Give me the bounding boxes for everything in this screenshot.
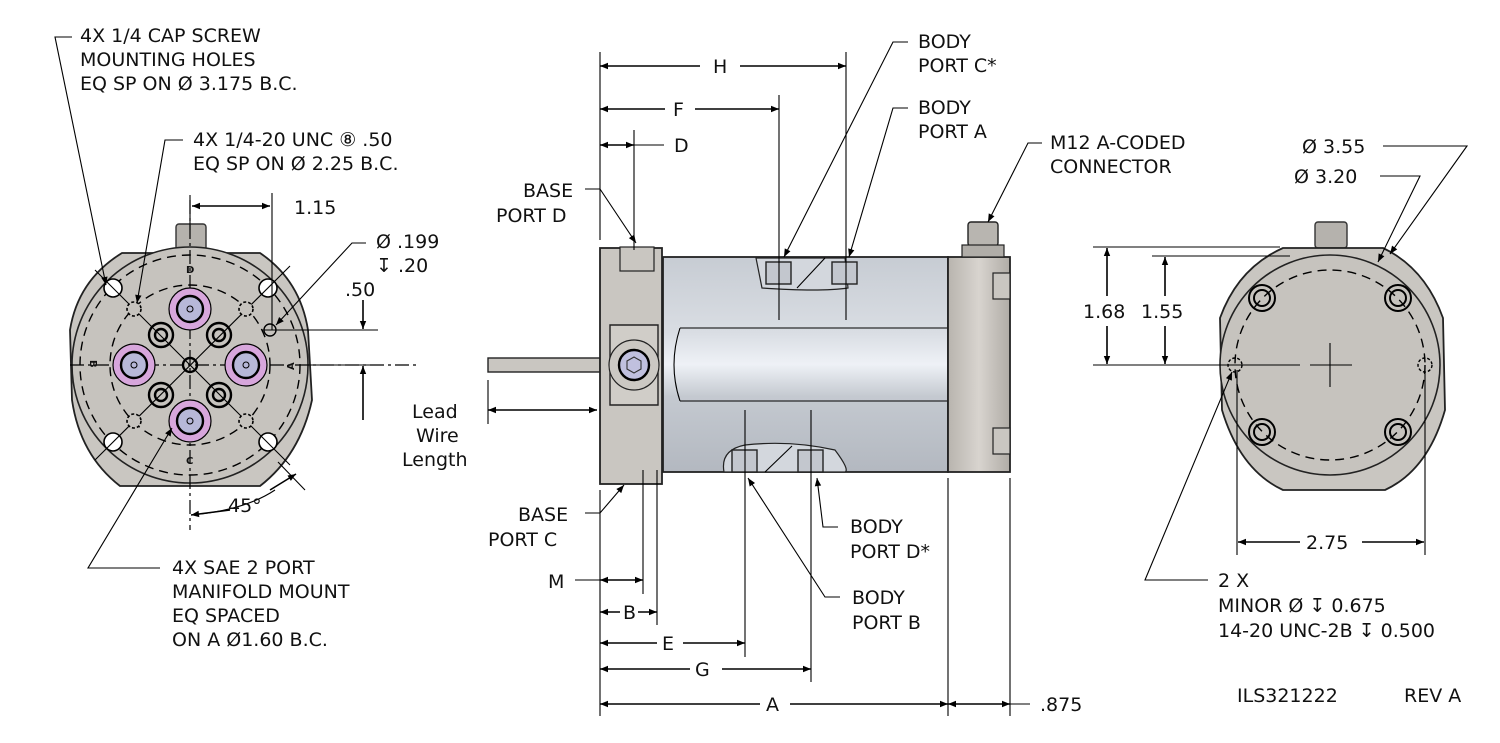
callout-base-port-c-1: BASE bbox=[518, 504, 568, 526]
note-tapped-right-2: MINOR Ø ↧ 0.675 bbox=[1218, 595, 1386, 617]
dim-A: A bbox=[766, 694, 779, 716]
callout-base-port-c-2: PORT C bbox=[488, 529, 557, 551]
note-manifold-4: ON A Ø1.60 B.C. bbox=[172, 629, 328, 651]
callout-body-port-a-2: PORT A bbox=[918, 121, 987, 143]
callout-body-port-a-1: BODY bbox=[918, 97, 971, 119]
lead-wire-2: Wire bbox=[416, 425, 459, 447]
dim-1-55: 1.55 bbox=[1141, 301, 1183, 323]
dim-1-15: 1.15 bbox=[294, 197, 336, 219]
connector-stub-right bbox=[1314, 221, 1348, 249]
lead-wire-3: Length bbox=[402, 449, 468, 471]
left-end-view: D C B A 4X 1/4 CAP SCREW MOUNTING HOLES … bbox=[54, 25, 439, 651]
note-tapped-2: EQ SP ON Ø 2.25 B.C. bbox=[193, 153, 398, 175]
port-a bbox=[224, 343, 268, 387]
callout-body-port-d-1: BODY bbox=[850, 516, 903, 538]
dim-0-875: .875 bbox=[1040, 694, 1082, 716]
lead-wire bbox=[487, 357, 601, 373]
callout-body-port-b-2: PORT B bbox=[852, 612, 921, 634]
dim-B: B bbox=[623, 602, 636, 624]
hex-socket bbox=[617, 348, 651, 382]
port-label-b: B bbox=[87, 360, 98, 368]
dim-M: M bbox=[548, 571, 564, 593]
note-pin-1: Ø .199 bbox=[376, 231, 439, 253]
note-cap-screw-1: 4X 1/4 CAP SCREW bbox=[80, 25, 261, 47]
note-dia-3-20: Ø 3.20 bbox=[1294, 166, 1357, 188]
callout-body-port-b-1: BODY bbox=[852, 587, 905, 609]
callout-body-port-c-1: BODY bbox=[918, 31, 971, 53]
side-view: H F D Lead Wire Length M B E G A .875 BO… bbox=[402, 31, 1186, 716]
revision: REV A bbox=[1404, 685, 1461, 707]
drawing-number: ILS321222 bbox=[1237, 685, 1338, 707]
dim-E: E bbox=[662, 633, 674, 655]
main-ports bbox=[112, 287, 268, 443]
note-tapped-right-3: 14-20 UNC-2B ↧ 0.500 bbox=[1218, 620, 1435, 642]
callout-body-port-d-2: PORT D* bbox=[850, 541, 930, 563]
port-label-c: C bbox=[186, 456, 193, 467]
small-ports bbox=[147, 321, 233, 409]
port-c bbox=[168, 399, 212, 443]
callout-body-port-c-2: PORT C* bbox=[918, 55, 997, 77]
lead-wire-1: Lead bbox=[412, 401, 458, 423]
cylinder-body bbox=[662, 256, 949, 473]
callout-connector-2: CONNECTOR bbox=[1050, 156, 1172, 178]
port-label-d: D bbox=[186, 265, 194, 276]
callout-base-port-d-1: BASE bbox=[523, 180, 573, 202]
note-cap-screw-3: EQ SP ON Ø 3.175 B.C. bbox=[80, 73, 298, 95]
note-manifold-1: 4X SAE 2 PORT bbox=[172, 557, 315, 579]
port-d bbox=[168, 287, 212, 331]
note-tapped-right-1: 2 X bbox=[1218, 570, 1249, 592]
note-cap-screw-2: MOUNTING HOLES bbox=[80, 49, 256, 71]
dim-D: D bbox=[674, 135, 689, 157]
dim-1-68: 1.68 bbox=[1083, 301, 1125, 323]
port-label-a: A bbox=[286, 362, 297, 370]
m12-connector bbox=[967, 221, 999, 247]
dim-2-75: 2.75 bbox=[1306, 532, 1348, 554]
tapped-holes bbox=[126, 301, 254, 429]
dim-H: H bbox=[713, 56, 727, 78]
note-pin-2: ↧ .20 bbox=[376, 255, 428, 277]
right-end-view: 1.68 1.55 2.75 Ø 3.55 Ø 3.20 2 X MINOR Ø… bbox=[1083, 136, 1469, 707]
note-dia-3-55: Ø 3.55 bbox=[1302, 136, 1365, 158]
dim-0-50: .50 bbox=[345, 279, 375, 301]
connector-stub bbox=[175, 223, 207, 251]
note-manifold-2: MANIFOLD MOUNT bbox=[172, 581, 350, 603]
note-manifold-3: EQ SPACED bbox=[172, 605, 280, 627]
callout-base-port-d-2: PORT D bbox=[496, 205, 567, 227]
note-tapped-1: 4X 1/4-20 UNC ⑧ .50 bbox=[193, 129, 393, 151]
port-b bbox=[112, 343, 156, 387]
dim-F: F bbox=[673, 99, 684, 121]
dim-45-deg: 45° bbox=[228, 495, 262, 517]
dim-G: G bbox=[695, 659, 710, 681]
callout-connector-1: M12 A-CODED bbox=[1050, 132, 1186, 154]
